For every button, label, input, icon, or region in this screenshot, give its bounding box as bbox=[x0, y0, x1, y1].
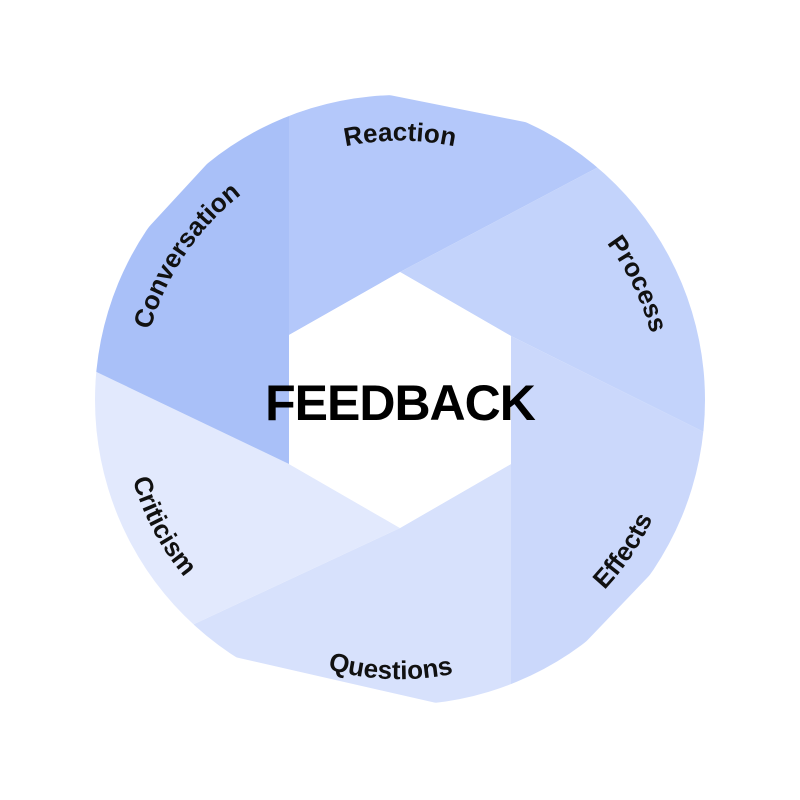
segment-conversation bbox=[95, 95, 289, 464]
segment-reaction bbox=[289, 95, 640, 335]
segment-effects bbox=[511, 336, 705, 705]
outer-ring bbox=[95, 95, 705, 705]
center-label: FEEDBACK bbox=[265, 375, 536, 431]
center-hexagon bbox=[289, 272, 511, 528]
segment-questions bbox=[160, 464, 511, 705]
